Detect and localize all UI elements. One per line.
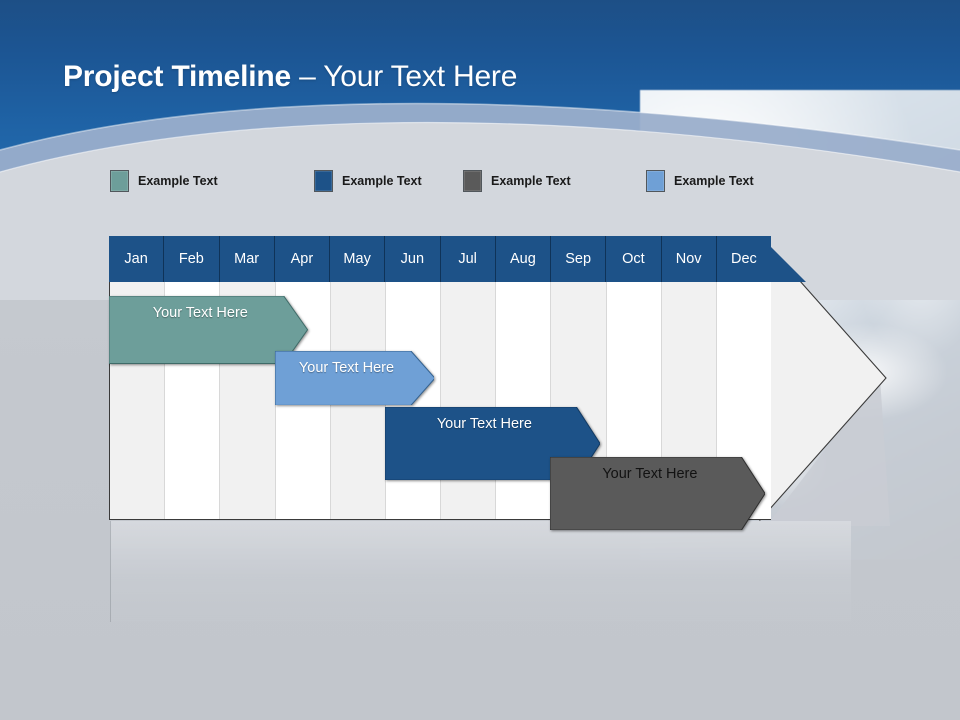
page-title-strong: Project Timeline [63,60,291,93]
timeline-bar-3-label: Your Text Here [436,416,532,432]
page-title-light: – Your Text Here [291,60,518,93]
timeline-bar-4-label: Your Text Here [602,466,698,482]
timeline-bar-1-shape [109,296,308,364]
legend-swatch-icon [646,170,665,192]
page-title: Project Timeline – Your Text Here [63,60,517,94]
timeline-bar-2-label: Your Text Here [298,360,395,376]
timeline-month-header-row: Jan Feb Mar Apr May Jun Jul Aug Sep Oct … [109,236,771,282]
timeline-bars: Your Text Here Your Text Here Your Text … [109,282,899,531]
month-header-mar[interactable]: Mar [220,236,275,282]
month-header-nov[interactable]: Nov [662,236,717,282]
timeline-bar-4-shape [550,457,766,531]
timeline-bar-1[interactable]: Your Text Here [109,296,308,364]
timeline-bar-2-shape [274,351,435,406]
month-header-apr[interactable]: Apr [275,236,330,282]
month-header-sep[interactable]: Sep [551,236,607,282]
legend-item-2[interactable]: Example Text [314,170,422,192]
timeline-bar-1-label: Your Text Here [152,305,248,321]
legend-item-label: Example Text [342,174,422,188]
table-reflection [110,521,851,622]
timeline-bar-2[interactable]: Your Text Here [274,351,435,406]
month-header-jul[interactable]: Jul [441,236,496,282]
legend-swatch-icon [110,170,129,192]
legend-item-3[interactable]: Example Text [463,170,571,192]
legend-item-label: Example Text [491,174,571,188]
legend-item-4[interactable]: Example Text [646,170,754,192]
month-header-jan[interactable]: Jan [109,236,165,282]
month-header-aug[interactable]: Aug [496,236,551,282]
timeline-bar-3[interactable]: Your Text Here [384,407,600,481]
month-header-oct[interactable]: Oct [606,236,662,282]
month-header-may[interactable]: May [330,236,386,282]
month-header-jun[interactable]: Jun [385,236,441,282]
timeline-arrow-backdrop [759,236,890,526]
legend-item-1[interactable]: Example Text [110,170,218,192]
timeline-bar-4[interactable]: Your Text Here [550,457,766,531]
legend-item-label: Example Text [138,174,218,188]
legend-item-label: Example Text [674,174,754,188]
legend-swatch-icon [314,170,333,192]
month-header-feb[interactable]: Feb [164,236,220,282]
legend-swatch-icon [463,170,482,192]
month-header-dec[interactable]: Dec [730,251,757,267]
